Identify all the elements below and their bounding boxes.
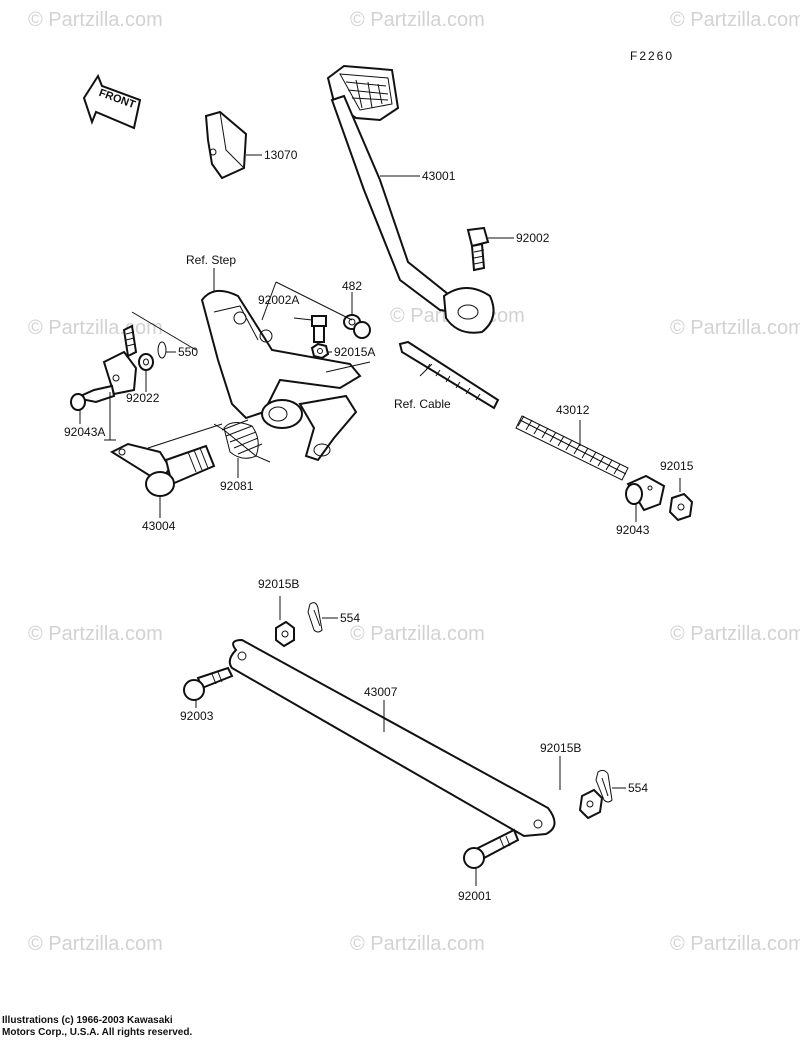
bracket-13070-icon [204, 110, 248, 180]
brake-rod-43007-icon [228, 638, 556, 838]
watermark: © Partzilla.com [670, 9, 800, 31]
cotter-pin-550-icon [157, 341, 167, 359]
label-13070: 13070 [264, 148, 298, 162]
label-92002A: 92002A [258, 293, 299, 307]
bolt-92002-icon [466, 226, 490, 272]
bolt-92001-icon [463, 828, 520, 869]
watermark: © Partzilla.com [28, 9, 163, 31]
leader-line [131, 311, 197, 351]
copyright-line-2: Motors Corp., U.S.A. All rights reserved… [2, 1027, 193, 1038]
figure-code: F2260 [630, 49, 674, 63]
label-92081: 92081 [220, 479, 254, 493]
watermark: © Partzilla.com [670, 933, 800, 955]
label-554-top: 554 [340, 611, 360, 625]
leader-line [275, 281, 353, 321]
watermark: © Partzilla.com [670, 317, 800, 339]
nut-92015B-bottom-icon [578, 788, 604, 820]
label-92015: 92015 [660, 459, 694, 473]
label-43001: 43001 [422, 169, 456, 183]
watermark: © Partzilla.com [670, 623, 800, 645]
watermark: © Partzilla.com [28, 623, 163, 645]
watermark: © Partzilla.com [350, 933, 485, 955]
label-92015B-bottom: 92015B [540, 741, 581, 755]
clevis-joint-icon [102, 324, 138, 396]
leader-line [325, 361, 371, 373]
copyright-line-1: Illustrations (c) 1966-2003 Kawasaki [2, 1015, 173, 1026]
nut-92015A-icon [310, 342, 330, 360]
spring-43012-icon [515, 415, 629, 481]
brake-pedal-43001-icon [326, 64, 495, 334]
watermarks: © Partzilla.com © Partzilla.com © Partzi… [28, 9, 800, 955]
label-92022: 92022 [126, 391, 160, 405]
front-arrow-icon: FRONT [82, 73, 142, 130]
bolt-92002A-icon [311, 315, 327, 343]
watermark: © Partzilla.com [350, 9, 485, 31]
spring-92081-icon [213, 419, 271, 463]
clip-554-top-icon [307, 602, 323, 633]
label-43012: 43012 [556, 403, 590, 417]
pin-92043A-icon [70, 384, 116, 411]
nut-92015-icon [668, 492, 694, 522]
label-482: 482 [342, 279, 362, 293]
clip-554-bottom-icon [595, 769, 613, 803]
washer-92022-icon [138, 353, 154, 371]
watermark: © Partzilla.com [350, 623, 485, 645]
label-92003: 92003 [180, 709, 214, 723]
copyright-notice: Illustrations (c) 1966-2003 Kawasaki Mot… [2, 1015, 192, 1039]
watermark: © Partzilla.com [28, 933, 163, 955]
leader-line [419, 363, 433, 377]
label-92015B-top: 92015B [258, 577, 299, 591]
nut-92015B-top-icon [275, 620, 295, 648]
label-92043A: 92043A [64, 425, 105, 439]
label-ref-cable: Ref. Cable [394, 397, 451, 411]
label-43007: 43007 [364, 685, 398, 699]
shaft-lever-43004-icon [109, 442, 216, 497]
label-ref-step: Ref. Step [186, 253, 236, 267]
bolt-92003-icon [183, 666, 234, 701]
label-554-bottom: 554 [628, 781, 648, 795]
step-bracket-icon [200, 289, 362, 420]
leader-line [147, 423, 223, 449]
watermark: © Partzilla.com [28, 317, 163, 339]
leader-line [261, 281, 277, 321]
pivot-linkage-icon [261, 394, 358, 462]
pin-92043-icon [625, 474, 666, 512]
label-550: 550 [178, 345, 198, 359]
label-92043: 92043 [616, 523, 650, 537]
leader-line [293, 317, 313, 321]
cable-rod-icon [398, 340, 500, 410]
label-92001: 92001 [458, 889, 492, 903]
label-92002: 92002 [516, 231, 550, 245]
label-43004: 43004 [142, 519, 176, 533]
label-92015A: 92015A [334, 345, 375, 359]
